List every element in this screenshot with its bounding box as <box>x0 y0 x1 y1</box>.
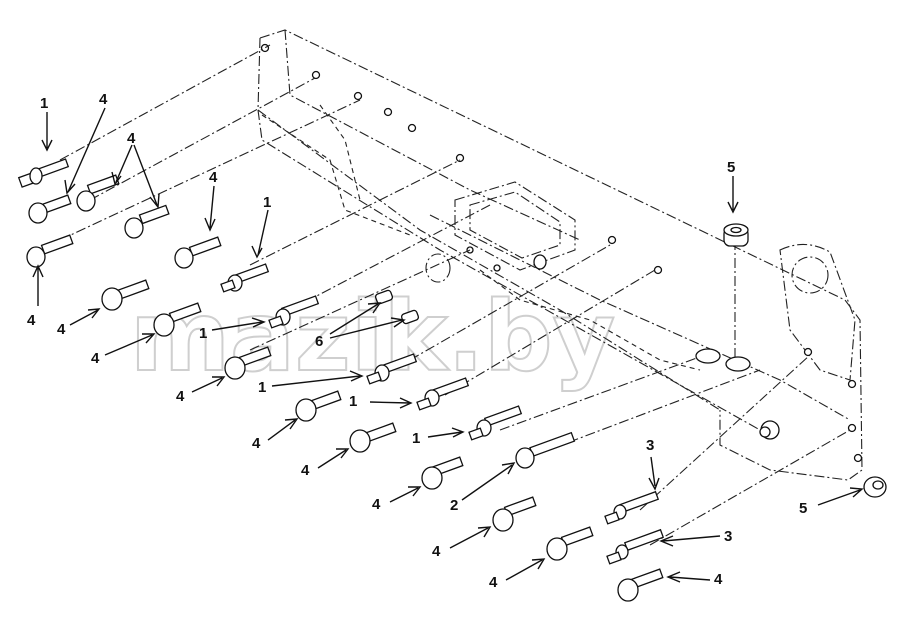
bolt-parts <box>17 158 887 602</box>
stud-bolt-6 <box>468 405 523 441</box>
callout-label: 4 <box>27 312 36 329</box>
callout-label: 5 <box>727 159 735 176</box>
callout-label: 4 <box>91 350 100 367</box>
hex-bolt-m <box>546 526 594 561</box>
callout-label: 6 <box>315 333 323 350</box>
hex-bolt-n <box>617 568 664 602</box>
callout-label: 4 <box>209 169 218 186</box>
callout-label: 1 <box>199 325 207 342</box>
callout-label: 4 <box>176 388 185 405</box>
callout-label: 4 <box>372 496 381 513</box>
callout-label: 4 <box>127 130 136 147</box>
assembly-lines <box>59 44 851 546</box>
hex-bolt-b <box>76 174 120 212</box>
hex-bolt-d <box>26 234 74 268</box>
hex-bolt-g <box>153 302 202 337</box>
callout-label: 4 <box>57 321 66 338</box>
callout-label: 1 <box>263 194 271 211</box>
hex-bolt-i <box>295 390 342 422</box>
stud-bolt-8 <box>606 528 665 565</box>
bore-ring-b <box>725 356 751 372</box>
callout-label: 1 <box>258 379 266 396</box>
callout-label: 4 <box>99 91 108 108</box>
hex-bolt-h <box>224 346 272 380</box>
stud-bolt-1 <box>17 158 70 188</box>
hex-bolt-a <box>28 194 72 224</box>
long-bolt-2 <box>515 431 576 469</box>
callout-label: 5 <box>799 500 807 517</box>
stud-bolt-3 <box>268 295 320 329</box>
callout-label: 4 <box>301 462 310 479</box>
hex-bolt-f <box>101 279 150 311</box>
callout-label: 1 <box>349 393 357 410</box>
dowel-pin-a <box>374 289 394 305</box>
callout-label: 1 <box>412 430 420 447</box>
callout-label: 3 <box>724 528 732 545</box>
hex-bolt-c <box>124 204 170 239</box>
bushing-bottom <box>863 476 887 498</box>
callout-label: 4 <box>252 435 261 452</box>
callout-labels: 1 4 4 4 1 5 4 4 4 1 6 4 1 1 4 1 4 4 2 3 … <box>27 91 807 591</box>
stud-bolt-7 <box>604 490 660 525</box>
housing-outline <box>257 29 863 481</box>
hex-bolt-j <box>349 422 397 453</box>
callout-label: 4 <box>714 571 723 588</box>
stud-bolt-4 <box>366 353 418 385</box>
callout-label: 2 <box>450 497 458 514</box>
leader-arrows <box>32 107 864 583</box>
bore-ring-a <box>695 348 721 364</box>
callout-label: 4 <box>432 543 441 560</box>
callout-label: 3 <box>646 437 654 454</box>
hex-bolt-k <box>421 456 464 490</box>
stud-bolt-5 <box>416 377 470 411</box>
callout-label: 4 <box>489 574 498 591</box>
hex-bolt-l <box>492 496 537 532</box>
callout-label: 1 <box>40 95 48 112</box>
hex-bolt-e <box>174 236 222 269</box>
bushing-top <box>723 223 749 247</box>
stud-bolt-2 <box>220 263 270 293</box>
